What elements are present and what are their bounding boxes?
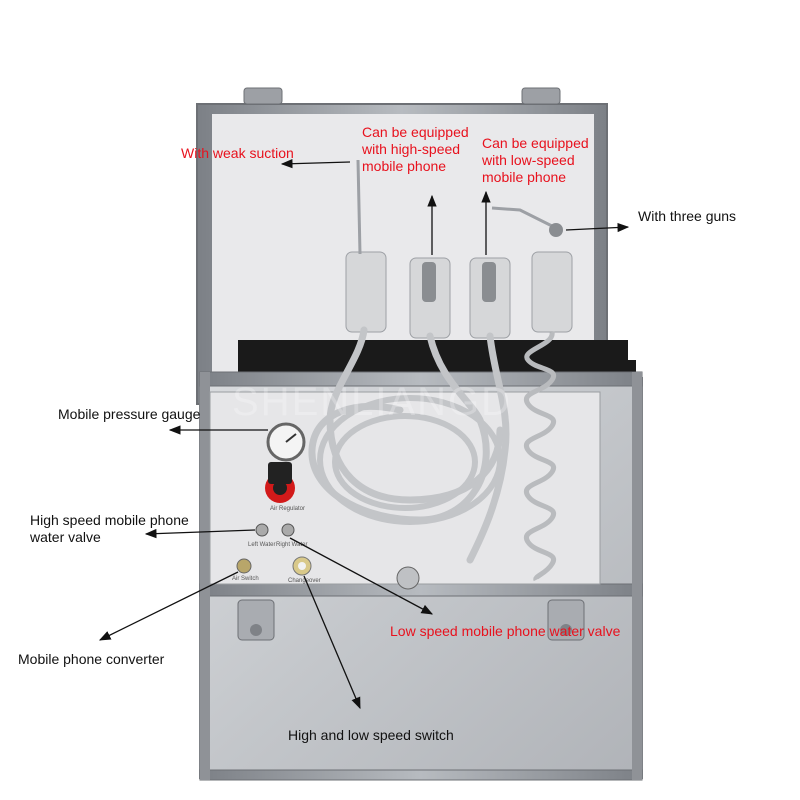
lid-clasp-right — [521, 87, 561, 105]
panel-text-changeover: Changeover — [288, 578, 321, 584]
label-weak-suction: With weak suction — [181, 145, 294, 161]
label-high-speed-valve: High speed mobile phone water valve — [30, 512, 189, 545]
water-valves — [255, 523, 295, 537]
label-pressure-gauge: Mobile pressure gauge — [58, 406, 201, 422]
arrow-three-guns — [565, 222, 630, 233]
air-regulator-knob — [265, 462, 295, 503]
label-speed-switch: High and low speed switch — [288, 727, 454, 743]
label-low-speed-valve: Low speed mobile phone water valve — [390, 623, 621, 639]
arrow-low-speed-valve — [289, 537, 434, 615]
front-latch-right — [547, 599, 585, 641]
pressure-gauge — [266, 422, 306, 462]
arrow-speed-switch — [303, 575, 361, 710]
speed-switch — [292, 556, 312, 576]
converter-connector — [236, 558, 252, 574]
annotation-arrows — [98, 159, 630, 710]
label-three-guns: With three guns — [638, 208, 737, 224]
label-high-speed-phone: Can be equipped with high-speed mobile p… — [362, 124, 469, 174]
panel-text-air-switch: Air Switch — [232, 576, 259, 582]
panel-text-left-water: Left Water — [248, 542, 275, 548]
hoses — [308, 326, 510, 564]
instrument-holders — [345, 159, 573, 339]
center-connector — [396, 566, 420, 590]
panel-text-air-regulator: Air Regulator — [270, 506, 305, 512]
panel-text-right-water: Right Water — [276, 542, 307, 548]
coiled-cord — [523, 331, 557, 582]
lid-clasp-left — [243, 87, 283, 105]
label-low-speed-phone: Can be equipped with low-speed mobile ph… — [482, 135, 589, 185]
label-phone-converter: Mobile phone converter — [18, 651, 165, 667]
arrow-high-speed-valve — [144, 528, 256, 539]
front-latch-left — [237, 599, 275, 641]
watermark: SHENLIANGD — [232, 380, 513, 424]
arrow-weak-suction — [280, 159, 351, 169]
arrow-phone-converter — [98, 571, 239, 641]
